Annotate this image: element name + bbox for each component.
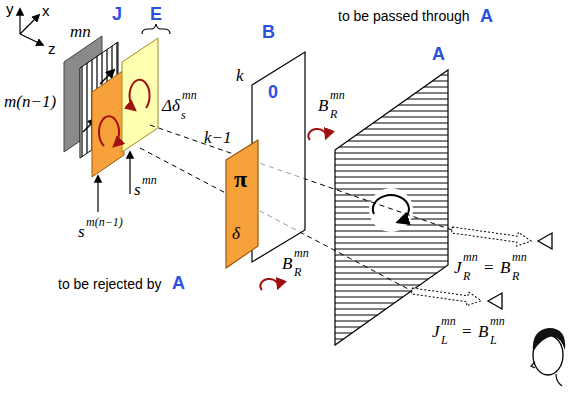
- math-index: R: [512, 269, 519, 284]
- math-index: L: [490, 333, 497, 348]
- element-letter: A: [480, 6, 493, 27]
- note-text: to be passed through: [338, 8, 470, 24]
- element-letter: A: [432, 44, 445, 65]
- axis-label: y: [6, 0, 14, 17]
- brace: [142, 24, 170, 34]
- observer-head: [531, 328, 565, 386]
- math-operator: =: [484, 258, 494, 278]
- math-index: mn: [182, 88, 197, 103]
- output-arrow: [411, 284, 482, 308]
- math-index: mn: [330, 88, 345, 103]
- plate-value: 0: [268, 82, 278, 103]
- plate-outline: [224, 138, 260, 270]
- yellow-plate: [122, 38, 158, 152]
- axis-label: x: [42, 2, 50, 19]
- plate-label: π: [234, 166, 247, 193]
- rotation-arrow: [130, 80, 150, 110]
- math-symbol: s: [134, 180, 141, 200]
- math-symbol: Δδ: [162, 96, 180, 116]
- math-symbol: k: [236, 66, 244, 86]
- plate-shape: [226, 140, 258, 268]
- math-symbol: B: [282, 254, 292, 274]
- math-symbol: B: [318, 96, 328, 116]
- analyzer-plate: [335, 70, 448, 345]
- math-symbol: m(n−1): [4, 92, 56, 112]
- rotation-arrow: [99, 116, 119, 146]
- math-index: mn: [490, 314, 505, 329]
- math-index: R: [330, 107, 337, 122]
- plate-shape: [252, 52, 305, 262]
- math-index: m(n−1): [86, 215, 123, 230]
- plate-b: B0: [250, 22, 308, 267]
- math-index: mn: [294, 246, 309, 261]
- eye-symbol: [488, 233, 552, 309]
- math-index: mn: [441, 314, 456, 329]
- math-symbol: k−1: [204, 128, 232, 148]
- analyzer-hatch: [335, 70, 448, 345]
- math-index: L: [441, 333, 448, 348]
- element-letter: J: [112, 4, 122, 25]
- orange-plate: [92, 70, 124, 177]
- leader-arrow: [97, 176, 98, 212]
- math-symbol: B: [478, 322, 488, 342]
- math-operator: =: [462, 322, 472, 342]
- math-symbol: B: [500, 258, 510, 278]
- leader-arrow: [129, 152, 130, 194]
- element-letter: E: [150, 4, 162, 25]
- math-index: mn: [463, 250, 478, 265]
- math-index: s: [181, 108, 186, 123]
- math-symbol: J: [454, 258, 462, 278]
- phase-plate: πδ: [224, 138, 260, 270]
- plate-outline: [250, 22, 308, 267]
- math-symbol: J: [432, 322, 440, 342]
- math-index: R: [294, 265, 301, 280]
- note-text: to be rejected by: [58, 276, 162, 292]
- element-letter: A: [172, 273, 185, 294]
- math-index: R: [463, 269, 470, 284]
- rotation-arrow: [308, 129, 326, 140]
- math-index: mn: [142, 173, 157, 188]
- math-index: mn: [512, 250, 527, 265]
- rotation-arrow: [260, 279, 278, 290]
- axes: [20, 9, 43, 45]
- output-arrow: [451, 223, 532, 248]
- math-symbol: mn: [70, 22, 91, 42]
- plate-label: B: [262, 22, 275, 43]
- axis-label: z: [48, 40, 56, 57]
- math-symbol: s: [78, 222, 85, 242]
- plate-value: δ: [232, 224, 240, 244]
